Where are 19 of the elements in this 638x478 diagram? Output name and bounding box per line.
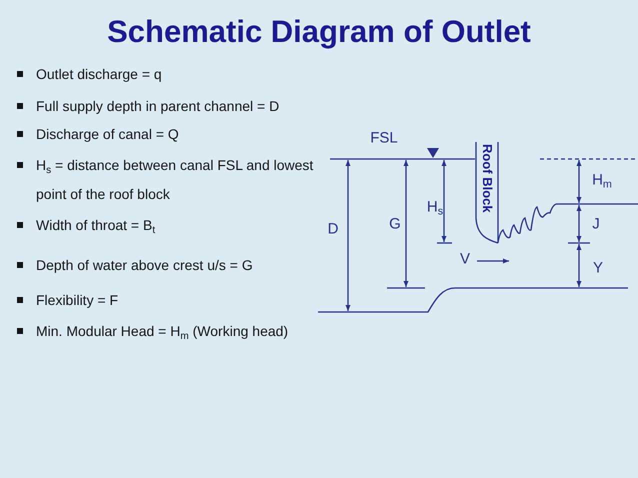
- variable-label: J: [592, 216, 600, 232]
- title: Schematic Diagram of Outlet: [107, 13, 531, 51]
- roof-block: [475, 141, 499, 244]
- bullet-text: Depth of water above crest u/s = G: [36, 256, 253, 275]
- bullet-text: Flexibility = F: [36, 290, 118, 310]
- variable-label: H$_{s}$: [426, 198, 444, 216]
- bullet-text: Outlet discharge = q: [36, 64, 162, 84]
- variable-label: Y: [593, 260, 603, 276]
- level-label: FSL: [370, 130, 398, 146]
- bullet-text: Min. Modular Head = H$_{m}$ (Working head): [36, 322, 288, 344]
- bullet-text: Width of throat = B$_{t}$: [36, 216, 156, 238]
- variable-label: G: [389, 216, 401, 232]
- variable-label: D: [328, 220, 338, 238]
- bullet-text: Full supply depth in parent channel = D: [36, 96, 280, 116]
- variable-label: V: [460, 250, 470, 268]
- roof-block-label: Roof Block: [480, 144, 494, 213]
- bullet-text: H$_{s}$ = distance between canal FSL and lowest point of the roof block: [36, 156, 314, 204]
- variable-label: H$_{m}$: [592, 172, 612, 188]
- bullet-text: Discharge of canal = Q: [36, 124, 179, 144]
